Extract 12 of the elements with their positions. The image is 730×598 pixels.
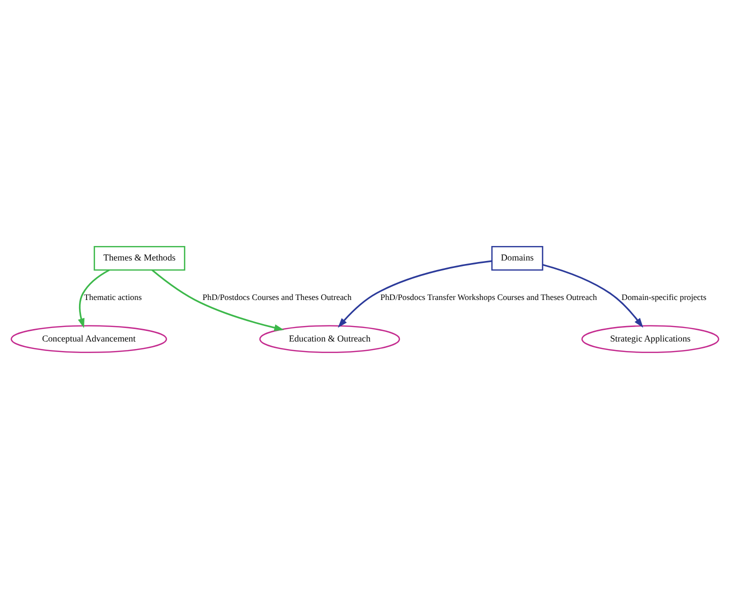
edge-label: PhD/Posdocs Transfer Workshops Courses and Theses Outreach xyxy=(380,292,597,302)
edge-label: PhD/Postdocs Courses and Theses Outreach xyxy=(202,292,352,302)
node-box: Themes & Methods xyxy=(94,245,186,270)
node-box: Domains xyxy=(491,245,544,270)
node-ellipse: Conceptual Advancement xyxy=(10,324,168,353)
edge-label: Domain-specific projects xyxy=(622,292,706,302)
arrow xyxy=(542,263,644,328)
arrow xyxy=(338,260,492,328)
node-ellipse: Strategic Applications xyxy=(581,324,720,353)
edge-label: Thematic actions xyxy=(84,292,142,302)
arrow xyxy=(152,268,284,331)
arrow xyxy=(78,268,110,328)
